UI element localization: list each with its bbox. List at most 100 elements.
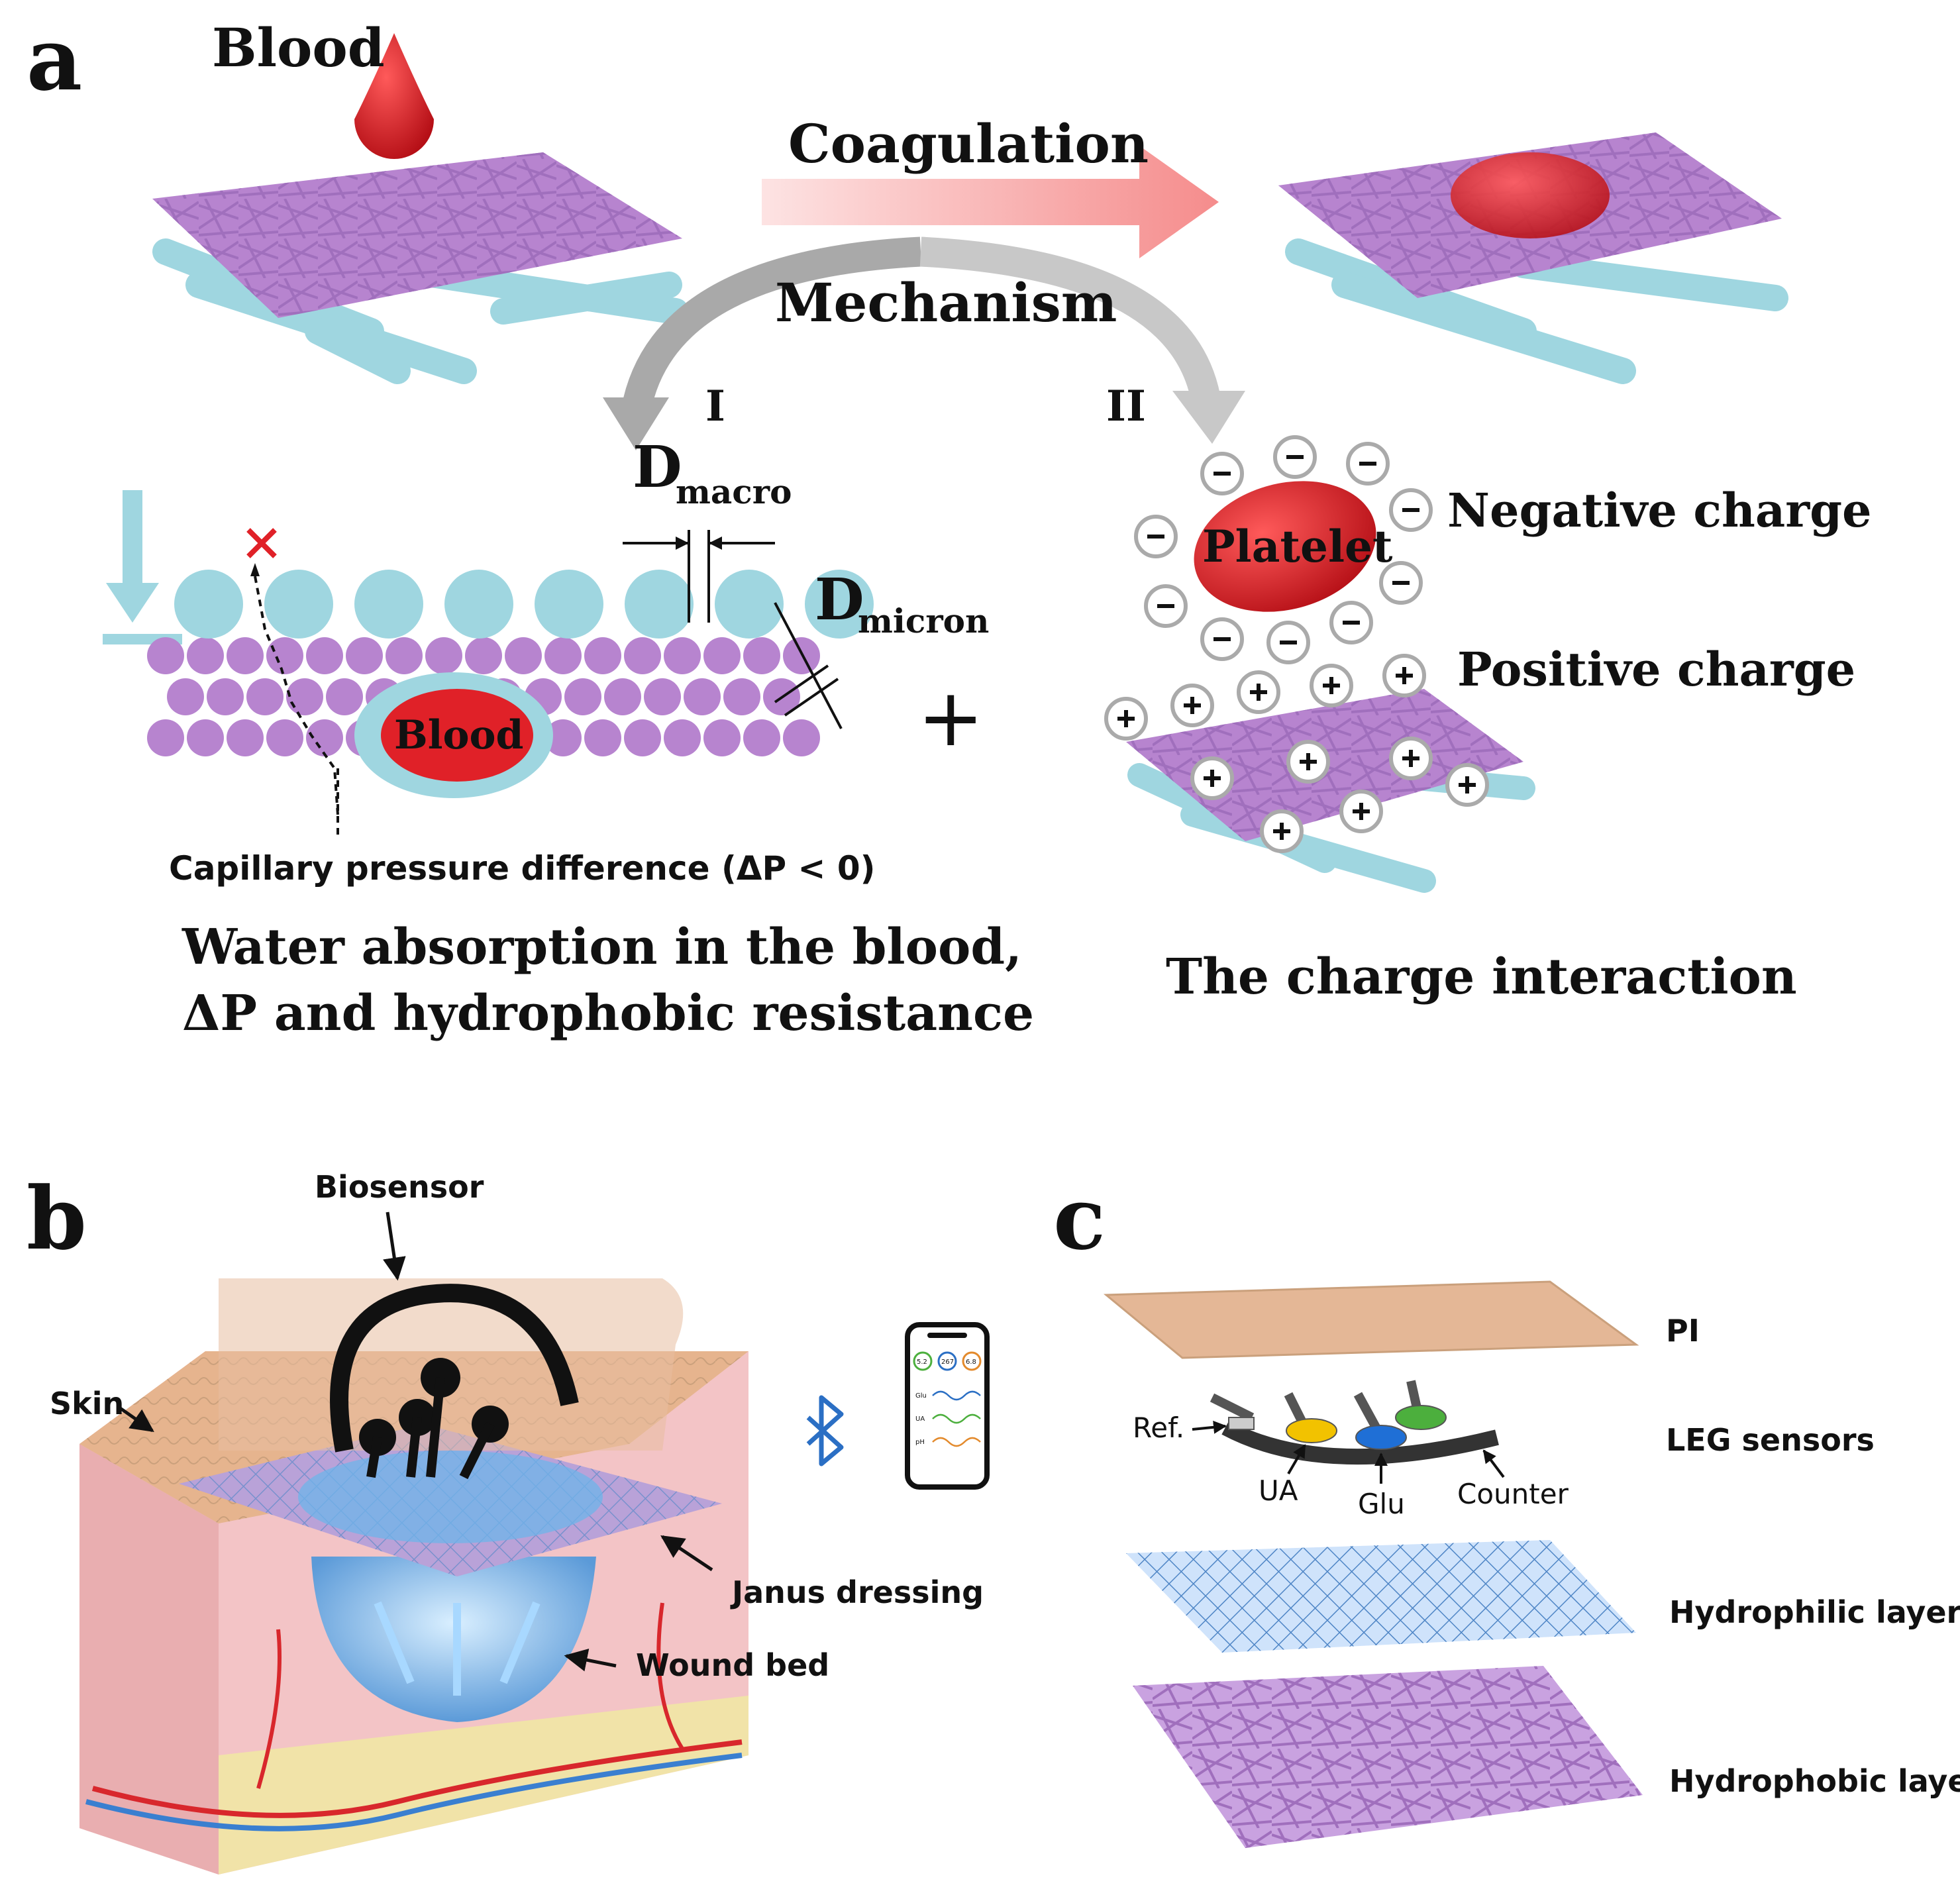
panel-c-letter: c bbox=[1053, 1168, 1106, 1269]
blocked-x-icon bbox=[246, 528, 277, 558]
janus-pointer bbox=[660, 1535, 713, 1572]
positive-charge-icon bbox=[1382, 654, 1426, 697]
plus-sign: + bbox=[917, 672, 984, 764]
caption-i-line1: Water absorption in the blood, bbox=[181, 919, 1022, 976]
skin-pointer bbox=[118, 1406, 154, 1433]
blood-pocket bbox=[381, 689, 533, 782]
coagulation-arrow: Coagulation bbox=[762, 113, 1219, 258]
absorbed-exudate bbox=[298, 1451, 603, 1543]
counter-pointer bbox=[1482, 1449, 1505, 1478]
ua-label: UA bbox=[1259, 1474, 1298, 1507]
purple-fiber-circle bbox=[703, 637, 741, 674]
positive-charge-icon bbox=[1170, 684, 1214, 727]
phone-trace-glu bbox=[932, 1390, 981, 1401]
path-ii-label: II bbox=[1106, 382, 1146, 431]
biosensor-arc bbox=[330, 1284, 579, 1453]
cyan-fiber-circle bbox=[444, 570, 513, 639]
negative-charge-icon bbox=[1273, 435, 1317, 479]
hydrophobic-label: Hydrophobic layer bbox=[1669, 1763, 1960, 1799]
janus-label: Janus dressing bbox=[730, 1574, 984, 1610]
phone-notch bbox=[927, 1333, 967, 1338]
blood-clot bbox=[1451, 152, 1610, 238]
hydrophilic-fiber-cross-sections bbox=[174, 570, 874, 639]
purple-fiber-circle bbox=[147, 637, 184, 674]
mechanism-arrow-left bbox=[621, 236, 922, 414]
positive-charge-icon bbox=[1190, 756, 1234, 800]
purple-fiber-circle bbox=[564, 678, 601, 715]
glu-electrode bbox=[1355, 1425, 1407, 1450]
smartphone: 5.2 267 6.8 Glu UA pH bbox=[905, 1322, 990, 1490]
coagulated-membrane bbox=[1278, 132, 1788, 384]
blood-vessel-red bbox=[91, 1739, 743, 1818]
glu-trace bbox=[1353, 1392, 1382, 1433]
hydrophilic-label: Hydrophilic layer bbox=[1669, 1594, 1960, 1630]
cyan-fiber-circle bbox=[715, 570, 784, 639]
skin-block-side bbox=[79, 1444, 219, 1874]
purple-fiber-circle bbox=[544, 719, 582, 756]
mechanism-ii-charge: Platelet Negative charge Positive charge… bbox=[1104, 435, 1872, 1005]
platelet-shape bbox=[1194, 481, 1376, 612]
d-micron-leader bbox=[774, 602, 843, 729]
mechanism-arrowhead-right bbox=[1172, 391, 1245, 444]
d-micron-tick-b bbox=[784, 678, 839, 717]
panel-b-letter: b bbox=[26, 1168, 87, 1269]
water-arrow-stem bbox=[123, 490, 142, 596]
phone-row-glu: Glu bbox=[915, 1392, 927, 1400]
cyan-fiber-circle bbox=[625, 570, 694, 639]
ua-electrode bbox=[1286, 1418, 1337, 1443]
positive-charge-icon bbox=[1260, 809, 1304, 853]
purple-fiber-circle bbox=[584, 637, 621, 674]
purple-fiber-circle bbox=[783, 719, 820, 756]
caption-ii: The charge interaction bbox=[1166, 949, 1797, 1005]
purple-fiber-circle bbox=[246, 678, 284, 715]
blood-vessel-blue bbox=[85, 1753, 743, 1831]
negative-label: Negative charge bbox=[1447, 483, 1872, 538]
purple-fiber-circle bbox=[604, 678, 641, 715]
pi-layer bbox=[1103, 1280, 1639, 1359]
caption-i-line2: ΔP and hydrophobic resistance bbox=[182, 985, 1034, 1042]
mechanism-i-cross-section: Blood D macro D micron Capillary pressur… bbox=[103, 434, 1034, 1042]
leg-label: LEG sensors bbox=[1666, 1422, 1875, 1458]
coagulation-arrow-shape bbox=[762, 146, 1219, 258]
positive-charge-icon bbox=[1104, 697, 1148, 741]
negative-charge-icon bbox=[1144, 584, 1188, 628]
purple-fiber-circle bbox=[684, 678, 721, 715]
blood-label: Blood bbox=[212, 17, 385, 79]
positive-label: Positive charge bbox=[1457, 642, 1855, 697]
purple-fiber-circle bbox=[187, 719, 224, 756]
purple-fiber-circle bbox=[167, 678, 204, 715]
panel-c: c PI Ref. UA Glu Counter LEG sensors bbox=[1053, 1168, 1960, 1848]
purple-fiber-circle bbox=[743, 637, 780, 674]
negative-charge-icon bbox=[1346, 442, 1390, 486]
skin-label: Skin bbox=[50, 1386, 124, 1421]
purple-fiber-circle bbox=[386, 637, 423, 674]
purple-fiber-circle bbox=[505, 637, 542, 674]
hydrophilic-mesh bbox=[1126, 1540, 1636, 1653]
purple-fiber-circle bbox=[227, 719, 264, 756]
capillary-red-1 bbox=[256, 1629, 282, 1789]
counter-label: Counter bbox=[1457, 1478, 1569, 1510]
cyan-fiber-circle bbox=[805, 570, 874, 639]
ref-electrode bbox=[1228, 1417, 1255, 1430]
purple-fiber-circle bbox=[624, 637, 661, 674]
d-micron-main: D bbox=[815, 566, 864, 633]
cyan-fiber-circle bbox=[174, 570, 243, 639]
capillary-arrowhead bbox=[250, 563, 260, 576]
cyan-fiber-circle bbox=[354, 570, 423, 639]
purple-fiber-circle bbox=[306, 719, 343, 756]
hydrophobic-fibers bbox=[1133, 1666, 1643, 1848]
purple-fiber-circle bbox=[465, 637, 502, 674]
d-micron-tick-a bbox=[774, 664, 829, 703]
negative-charge-icon bbox=[1329, 601, 1373, 644]
wound-label: Wound bed bbox=[636, 1647, 829, 1683]
purple-fiber-circle bbox=[306, 637, 343, 674]
leg-sensors: Ref. UA Glu Counter bbox=[1133, 1380, 1569, 1520]
biosensor-electrodes bbox=[359, 1358, 509, 1480]
purple-fiber-circle bbox=[644, 678, 681, 715]
purple-fiber-circle bbox=[584, 719, 621, 756]
panel-a-letter: a bbox=[26, 9, 82, 110]
capillary-red-2 bbox=[656, 1602, 684, 1750]
fiber-texture bbox=[152, 152, 682, 318]
wound-pointer bbox=[564, 1649, 617, 1672]
